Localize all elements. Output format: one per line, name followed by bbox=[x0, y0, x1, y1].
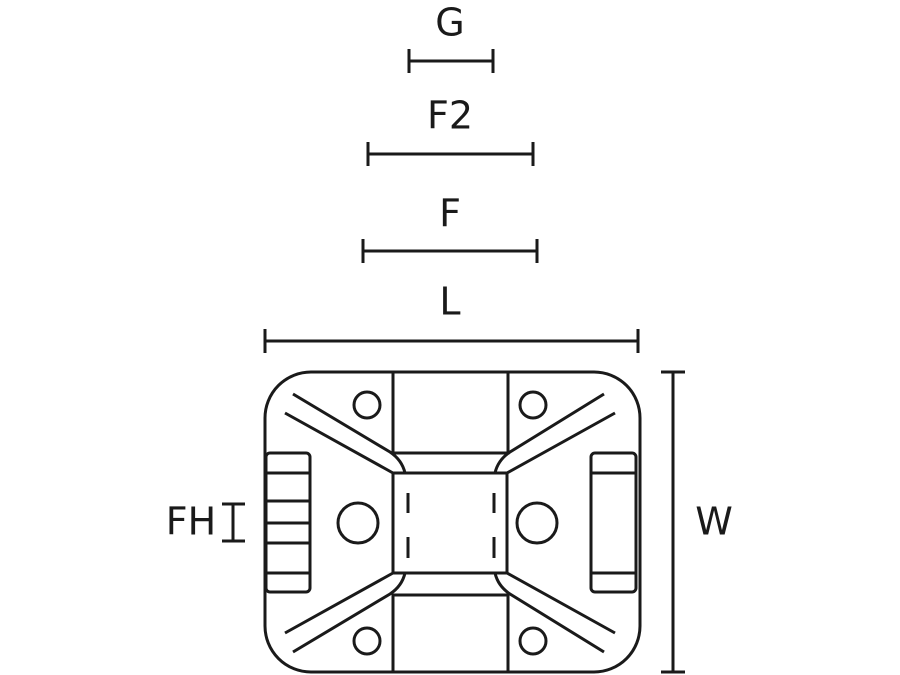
label-w: W bbox=[695, 500, 733, 544]
dimension-f2: F2 bbox=[366, 94, 535, 166]
hole-bottom-left bbox=[352, 626, 382, 656]
hole-middle-right bbox=[515, 501, 559, 545]
hole-middle-left bbox=[336, 501, 380, 545]
hole-bottom-right bbox=[518, 626, 548, 656]
right-tab bbox=[589, 451, 638, 594]
dimension-l: L bbox=[263, 280, 640, 353]
dimension-f: F bbox=[361, 192, 539, 263]
dimension-w: W bbox=[661, 370, 733, 674]
hole-top-left bbox=[352, 390, 382, 420]
hole-top-right bbox=[518, 390, 548, 420]
center-dashes bbox=[406, 493, 496, 558]
label-f: F bbox=[439, 192, 461, 236]
label-g: G bbox=[435, 1, 464, 45]
dimension-fh: FH bbox=[166, 500, 245, 544]
label-f2: F2 bbox=[427, 94, 473, 138]
center-square bbox=[391, 471, 509, 575]
label-fh: FH bbox=[166, 500, 216, 544]
label-l: L bbox=[439, 280, 460, 324]
dimension-g: G bbox=[407, 1, 495, 73]
mount-body bbox=[263, 370, 642, 674]
